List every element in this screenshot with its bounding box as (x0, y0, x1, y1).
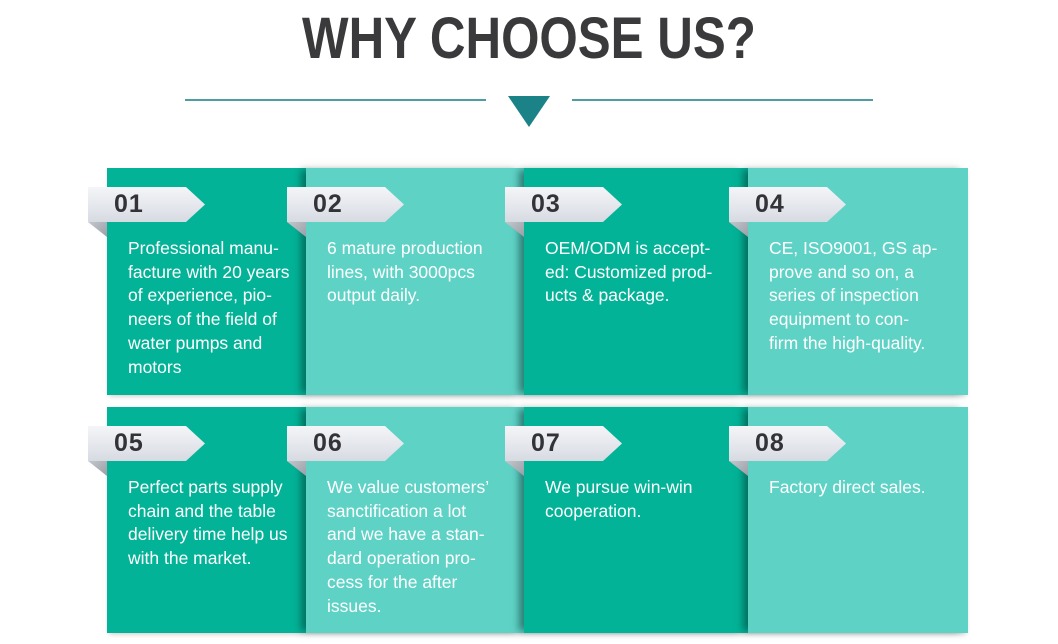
card-number: 05 (114, 429, 144, 457)
number-ribbon-badge: 05 (88, 426, 205, 461)
down-triangle-icon (508, 96, 550, 127)
card-description: We value customers’ sanctification a lot… (327, 477, 490, 616)
card-description: Professional manu- facture with 20 years… (128, 238, 290, 377)
feature-card-02: 02 6 mature production lines, with 3000p… (287, 168, 524, 395)
feature-card-08: 08 Factory direct sales. (729, 407, 968, 633)
feature-cards-grid: 01 Professional manu- facture with 20 ye… (88, 168, 968, 633)
feature-card-03: 03 OEM/ODM is accept- ed: Customized pro… (505, 168, 748, 395)
divider-line-right (572, 99, 873, 101)
feature-card-07: 07 We pursue win-win cooperation. (505, 407, 748, 633)
card-description: CE, ISO9001, GS ap- prove and so on, a s… (769, 238, 938, 353)
card-description: OEM/ODM is accept- ed: Customized prod- … (545, 238, 713, 306)
title-divider (0, 96, 1058, 127)
card-number: 02 (313, 190, 343, 218)
card-number: 07 (531, 429, 561, 457)
feature-card-04: 04 CE, ISO9001, GS ap- prove and so on, … (729, 168, 968, 395)
card-number: 06 (313, 429, 343, 457)
card-description: Perfect parts supply chain and the table… (128, 477, 288, 569)
card-number: 01 (114, 190, 144, 218)
card-number: 03 (531, 190, 561, 218)
card-number: 04 (755, 190, 785, 218)
cards-row-2: 05 Perfect parts supply chain and the ta… (88, 407, 968, 633)
feature-card-06: 06 We value customers’ sanctification a … (287, 407, 524, 633)
number-ribbon-badge: 07 (505, 426, 622, 461)
feature-card-01: 01 Professional manu- facture with 20 ye… (88, 168, 306, 395)
page-title: WHY CHOOSE US? (0, 8, 1058, 70)
number-ribbon-badge: 08 (729, 426, 846, 461)
card-description: 6 mature production lines, with 3000pcs … (327, 238, 483, 306)
divider-line-left (185, 99, 486, 101)
card-number: 08 (755, 429, 785, 457)
number-ribbon-badge: 02 (287, 187, 404, 222)
card-description: Factory direct sales. (769, 477, 926, 497)
card-description: We pursue win-win cooperation. (545, 477, 693, 521)
cards-row-1: 01 Professional manu- facture with 20 ye… (88, 168, 968, 395)
ribbon-fold (88, 222, 107, 237)
number-ribbon-badge: 03 (505, 187, 622, 222)
number-ribbon-badge: 06 (287, 426, 404, 461)
page-title-text: WHY CHOOSE US? (302, 6, 756, 71)
ribbon-fold (88, 461, 107, 476)
number-ribbon-badge: 04 (729, 187, 846, 222)
number-ribbon-badge: 01 (88, 187, 205, 222)
feature-card-05: 05 Perfect parts supply chain and the ta… (88, 407, 306, 633)
